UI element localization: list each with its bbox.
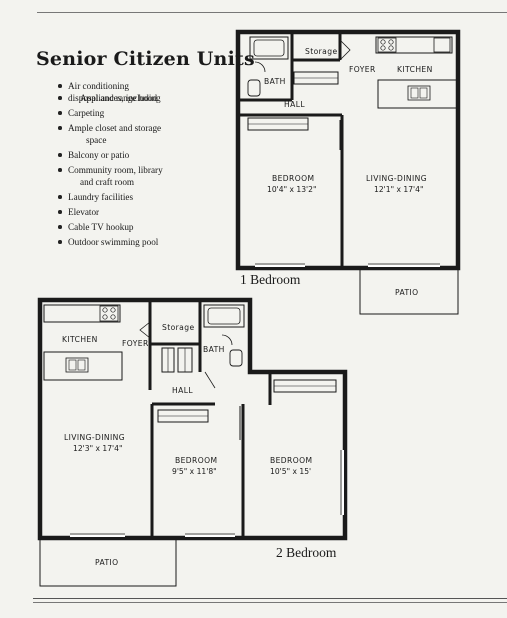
- feature-item: Balcony or patio: [58, 149, 163, 161]
- bath-door-swing: [221, 334, 233, 346]
- burner: [110, 314, 116, 320]
- label-hall: HALL: [284, 100, 305, 109]
- feature-text: Appliances, including: [80, 93, 161, 103]
- feature-text: Cable TV hookup: [68, 222, 134, 232]
- feature-item: Ample closet and storage space: [58, 122, 163, 146]
- sink-bowl: [68, 359, 77, 371]
- bathtub: [249, 36, 289, 60]
- label-living-dim: 12'3" x 17'4": [73, 444, 122, 453]
- feature-item: Laundry facilities: [58, 191, 163, 203]
- label-bedroom-1-dim: 9'5" x 11'8": [172, 467, 217, 476]
- plan-2-bedroom: [37, 297, 348, 587]
- feature-text: Community room, library: [68, 165, 163, 175]
- bathtub-basin: [253, 39, 285, 57]
- label-bath: BATH: [203, 345, 225, 354]
- patio-outline: [359, 267, 459, 315]
- burner: [102, 314, 108, 320]
- feature-item: disposal and range hood: [58, 92, 163, 104]
- caption-1-bedroom: 1 Bedroom: [240, 272, 301, 287]
- feature-item: Carpeting: [58, 107, 163, 119]
- plan-1-bedroom: [235, 29, 461, 315]
- sink: [407, 85, 431, 101]
- label-storage: Storage: [305, 47, 338, 56]
- feature-text: Outdoor swimming pool: [68, 237, 159, 247]
- plan-2-bedroom-labels: KITCHEN FOYER Storage BATH HALL LIVING-D…: [62, 323, 312, 567]
- sink-bowl: [77, 359, 86, 371]
- door-swing: [204, 371, 216, 389]
- feature-item: Cable TV hookup: [58, 221, 163, 233]
- sink: [65, 357, 89, 373]
- sink-bowl: [419, 87, 428, 99]
- label-foyer: FOYER: [122, 339, 149, 348]
- burner: [380, 45, 386, 51]
- burner: [388, 45, 394, 51]
- feature-text: Air conditioning: [68, 81, 129, 91]
- label-living-dim: 12'1" x 17'4": [374, 185, 423, 194]
- feature-text: Carpeting: [68, 108, 105, 118]
- label-storage: Storage: [162, 323, 195, 332]
- feature-text: Elevator: [68, 207, 100, 217]
- page-title: Senior Citizen Units: [36, 48, 255, 70]
- kitchen-island: [43, 351, 123, 381]
- label-hall: HALL: [172, 386, 193, 395]
- range: [377, 37, 397, 53]
- toilet: [247, 79, 261, 97]
- label-foyer: FOYER: [349, 65, 376, 74]
- label-patio: PATIO: [395, 288, 419, 297]
- feature-item: Outdoor swimming pool: [58, 236, 163, 248]
- top-rule: [37, 12, 507, 13]
- storage-door: [339, 39, 351, 61]
- burner: [388, 39, 394, 45]
- label-bedroom: BEDROOM: [272, 174, 314, 183]
- burner: [110, 307, 116, 313]
- feature-item: Elevator: [58, 206, 163, 218]
- bath-door-swing: [254, 61, 266, 73]
- refrigerator: [433, 37, 451, 53]
- feature-text: Ample closet and storage: [68, 123, 162, 133]
- feature-text: space: [86, 135, 107, 145]
- caption-2-bedroom: 2 Bedroom: [276, 545, 337, 560]
- range: [99, 305, 119, 322]
- label-bedroom-2-dim: 10'5" x 15': [270, 467, 311, 476]
- kitchen-counter: [43, 304, 121, 323]
- label-bath: BATH: [264, 77, 286, 86]
- label-kitchen: KITCHEN: [62, 335, 98, 344]
- label-bedroom-dim: 10'4" x 13'2": [267, 185, 316, 194]
- storage-door: [139, 321, 151, 339]
- label-living: LIVING-DINING: [64, 433, 125, 442]
- feature-text: and craft room: [80, 177, 135, 187]
- label-bedroom-1: BEDROOM: [175, 456, 217, 465]
- plan-1-bedroom-labels: Storage BATH FOYER KITCHEN HALL BEDROOM …: [264, 47, 433, 297]
- kitchen-counter: [375, 36, 453, 54]
- sink-bowl: [410, 87, 419, 99]
- bathtub-basin: [207, 307, 241, 325]
- label-living: LIVING-DINING: [366, 174, 427, 183]
- label-patio: PATIO: [95, 558, 119, 567]
- kitchen-island: [377, 79, 459, 109]
- bathtub: [203, 304, 245, 328]
- toilet: [229, 349, 243, 367]
- burner: [380, 39, 386, 45]
- feature-item: Community room, library and craft room: [58, 164, 163, 188]
- burner: [102, 307, 108, 313]
- feature-text: disposal and range hood: [68, 93, 158, 103]
- label-kitchen: KITCHEN: [397, 65, 433, 74]
- feature-text: Laundry facilities: [68, 192, 134, 202]
- patio-outline: [39, 537, 177, 587]
- bottom-rule: [33, 598, 507, 599]
- label-bedroom-2: BEDROOM: [270, 456, 312, 465]
- feature-text: Balcony or patio: [68, 150, 130, 160]
- bottom-rule: [33, 602, 507, 603]
